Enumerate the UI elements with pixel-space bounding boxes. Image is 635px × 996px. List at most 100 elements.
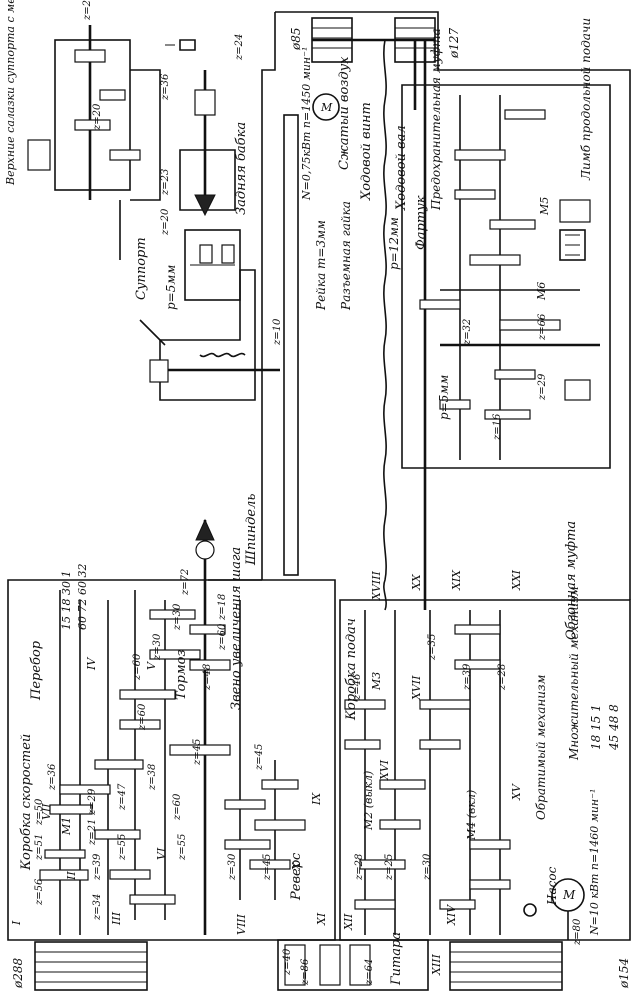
- apron-frame: [401, 84, 611, 469]
- gear-z23: z=23: [160, 169, 171, 196]
- gear-z29b: z=29: [537, 373, 548, 401]
- pitch-12-label: p=12мм: [387, 217, 401, 270]
- lead-screw-label: Ходовой винт: [359, 102, 374, 201]
- gear-z60b: z=60: [137, 703, 148, 731]
- shaft-VII: VII: [40, 803, 53, 820]
- gear-z32: z=32: [462, 319, 473, 346]
- tailstock-label: Задняя бабка: [234, 122, 249, 215]
- pump-label: Насос: [545, 866, 559, 906]
- gear-z38: z=38: [147, 764, 158, 791]
- ratios-bot-label: 45 48 8: [607, 704, 621, 751]
- overrun-clutch-label: Обгонная муфта: [564, 521, 579, 640]
- shaft-VI: VI: [155, 847, 168, 860]
- gear-z16: z=16: [492, 413, 503, 441]
- speed-box-gears: [39, 609, 306, 905]
- gear-z35: z=35: [427, 634, 438, 661]
- lead-screw: [383, 39, 387, 611]
- clutch-m4: M4 (вкл): [465, 790, 478, 841]
- gear-z36: z=36: [47, 763, 58, 791]
- pitch-5a-label: p=5мм: [164, 265, 178, 310]
- gear-z39b: z=39: [462, 663, 473, 691]
- apron-label: Фартук: [414, 195, 429, 250]
- main-motor-glyph: M: [562, 888, 576, 902]
- main-motor: [551, 878, 585, 940]
- gear-z48a: z=48: [202, 664, 213, 691]
- perebor-label: Перебор: [29, 640, 44, 701]
- shaft-XX: XX: [410, 573, 423, 591]
- compressed-air-label: Сжатый воздух: [337, 56, 352, 170]
- shaft-VIII: VIII: [235, 913, 248, 935]
- gear-z50: z=50: [34, 798, 45, 826]
- gear-z28a: z=28: [354, 854, 365, 881]
- shaft-IX: IX: [310, 792, 323, 806]
- feed-shaft-label: Ходовой вал: [394, 125, 409, 211]
- split-nut-label: Разъемная гайка: [339, 201, 353, 311]
- gear-z47: z=47: [117, 783, 128, 811]
- gear-z64: z=64: [364, 959, 375, 986]
- gear-z45a: z=45: [192, 739, 203, 766]
- gear-z30d: z=30: [422, 853, 433, 881]
- clutch-m5: M5: [538, 197, 551, 216]
- gear-z30a: z=30: [152, 633, 163, 661]
- clutch-m1: M1: [60, 817, 73, 836]
- gear-z30c: z=30: [227, 853, 238, 881]
- feed-handle-label: Лимб продольной подачи: [579, 18, 593, 181]
- pump-symbol: [523, 903, 537, 917]
- ratios-top-label: 18 15 1: [589, 704, 603, 750]
- speed-box-label: Коробка скоростей: [19, 734, 34, 871]
- gear-z25: z=25: [384, 854, 395, 881]
- shaft-IV: IV: [85, 657, 98, 671]
- apron-gears: [419, 95, 600, 460]
- reverse-mech-label: Обратимый механизм: [534, 674, 548, 820]
- brake-label: Тормоз: [174, 649, 189, 700]
- reverse-label: Реверс: [289, 852, 304, 901]
- shaft-XVI: XVI: [378, 759, 391, 781]
- gear-z24: z=24: [234, 34, 245, 61]
- carriage-body: [139, 269, 280, 401]
- feed-box-frame: [339, 599, 631, 941]
- pitch-5b-label: p=5мм: [437, 375, 451, 420]
- gear-z36b: z=36: [160, 73, 171, 101]
- rapid-motor: [312, 93, 340, 121]
- bed-frame: [208, 11, 631, 600]
- mult-mech-label: Множительный механизм: [567, 586, 581, 761]
- rack-label: Рейка m=3мм: [314, 220, 328, 311]
- gear-z10: z=10: [272, 318, 283, 346]
- gear-z34: z=34: [92, 894, 103, 921]
- gear-z20a: z=20: [160, 208, 171, 236]
- guitar-frame: [277, 939, 429, 991]
- cross-slide: [184, 229, 241, 301]
- shaft-XIV: XIV: [445, 904, 458, 926]
- gear-z60d: z=60: [217, 623, 228, 651]
- shaft-XVII: XVII: [410, 675, 423, 701]
- tailstock-body: [165, 39, 236, 217]
- gear-z45b: z=45: [254, 744, 265, 771]
- perebor-ratio-top: 15 18 30 1: [60, 571, 73, 630]
- gear-z46: z=46: [352, 673, 363, 701]
- pulley-288: [34, 941, 148, 991]
- main-motor-spec: N=10 кВт n=1460 мин⁻¹: [588, 789, 601, 936]
- gear-z45c: z=45: [262, 854, 273, 881]
- perebor-ratio-bot: 60 72 60 32: [76, 564, 89, 630]
- gear-z28b: z=28: [497, 664, 508, 691]
- gear-z72: z=72: [180, 569, 191, 596]
- gear-z40: z=40: [282, 948, 293, 976]
- clutch-m3: M3: [370, 672, 383, 691]
- gear-z60c: z=60: [132, 653, 143, 681]
- safety-clutch-label: Предохранительная муфта: [429, 28, 443, 211]
- shaft-XIX: XIX: [450, 569, 463, 591]
- pulley-154-label: ø154: [617, 958, 631, 989]
- clutch-m2: M2 (выкл): [362, 771, 375, 831]
- feed-box-gears: [344, 624, 511, 910]
- upper-slide-label: Верхние салазки суппорта с механической …: [4, 0, 17, 186]
- rapid-motor-glyph: M: [320, 101, 333, 114]
- shaft-V: V: [145, 661, 158, 670]
- gear-z60a: z=60: [172, 793, 183, 821]
- guitar-label: Гитара: [389, 932, 404, 986]
- upper-slide: [27, 25, 161, 260]
- shaft-XI: XI: [315, 912, 328, 926]
- gear-z21: z=21: [87, 819, 98, 846]
- shaft-X: X: [290, 861, 303, 871]
- shaft-XIII: XIII: [430, 953, 443, 976]
